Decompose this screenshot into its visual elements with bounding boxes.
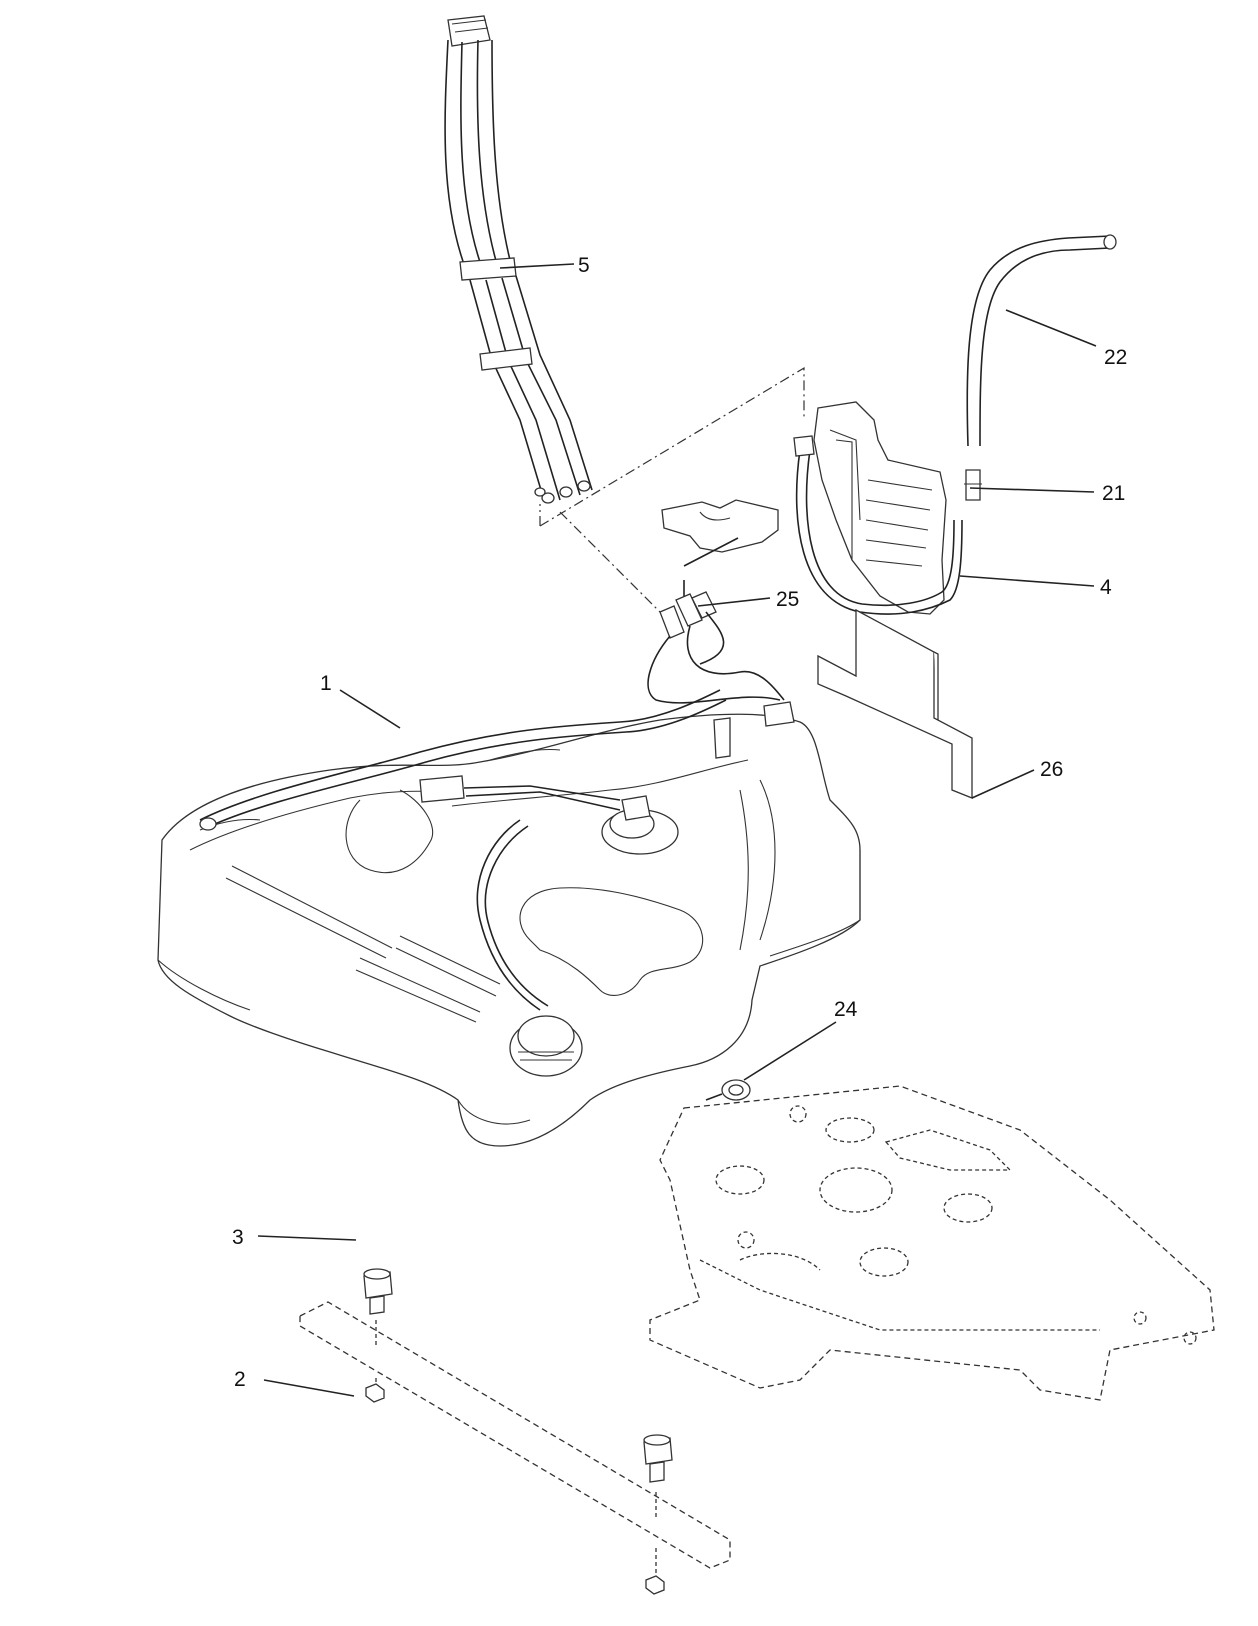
callout-5: 5 [578, 254, 590, 277]
leader-lines [257, 263, 1097, 1397]
fuel-tank [157, 689, 861, 1147]
callout-4: 4 [1100, 576, 1112, 599]
callout-labels: 5 22 21 4 25 1 26 24 3 2 [232, 254, 1127, 1391]
callout-24: 24 [834, 998, 858, 1021]
rail-assembly [299, 1268, 731, 1595]
fuel-line-fittings [647, 499, 785, 704]
callout-25: 25 [776, 588, 799, 611]
callout-2: 2 [234, 1368, 246, 1391]
foam-pad [817, 608, 973, 799]
callout-21: 21 [1102, 482, 1125, 505]
alignment-lines [539, 366, 805, 617]
filler-hose-assembly [444, 15, 593, 504]
callout-22: 22 [1104, 346, 1127, 369]
callout-1: 1 [320, 672, 332, 695]
mounting-plate [649, 1079, 1215, 1401]
bracket-hose-assembly [793, 234, 1117, 615]
callout-3: 3 [232, 1226, 244, 1249]
callout-26: 26 [1040, 758, 1063, 781]
